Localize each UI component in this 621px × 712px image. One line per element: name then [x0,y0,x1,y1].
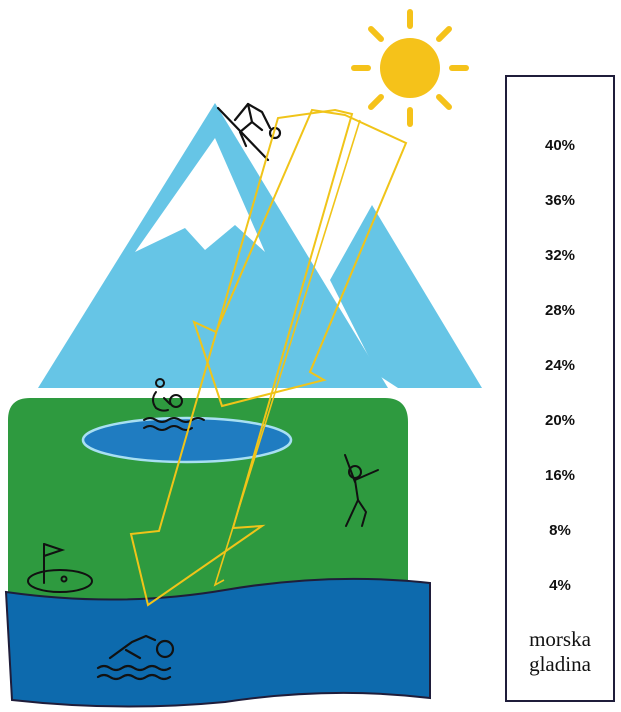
scale-level-28: 28% [544,302,576,319]
golfer-icon [344,454,379,527]
uv-arrow-mid [213,119,361,587]
water-polo-icon [143,378,205,431]
sea [4,577,431,708]
uv-scale-panel: 40% 36% 32% 28% 24% 20% 16% 8% 4% morska… [505,75,615,702]
mountains [38,103,482,388]
lake [81,416,293,464]
scale-level-24: 24% [544,357,576,374]
skier-icon [216,102,282,162]
scale-level-32: 32% [544,247,576,264]
sun-icon [351,9,469,127]
golf-flag-icon [27,543,93,593]
uv-arrow-left [129,108,354,607]
scale-level-16: 16% [544,467,576,484]
scale-level-36: 36% [544,192,576,209]
swimmer-icon [96,634,175,681]
scale-level-4: 4% [549,577,571,594]
sea-level-label-1: morska [529,627,591,651]
scale-level-20: 20% [544,412,576,429]
uv-arrow-right [192,108,408,408]
sea-level-label-2: gladina [529,652,591,676]
scale-level-8: 8% [549,522,571,539]
scale-level-40: 40% [544,137,576,154]
